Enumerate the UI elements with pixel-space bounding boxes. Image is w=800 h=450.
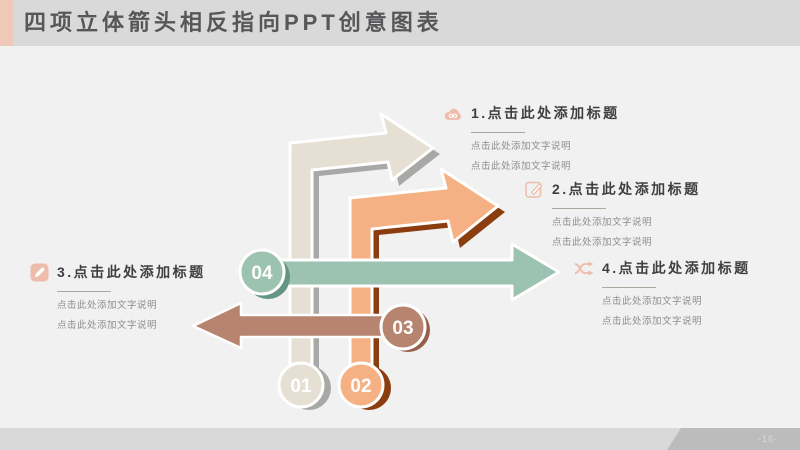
badge-01-label: 01 — [290, 376, 312, 397]
badge-01[interactable] — [277, 361, 325, 409]
badge-04-label: 04 — [251, 263, 273, 284]
badge-04[interactable] — [238, 248, 286, 296]
item-2-desc-2[interactable]: 点击此处添加文字说明 — [552, 237, 653, 248]
edit-note-icon — [524, 179, 544, 199]
item-4-title[interactable]: 4.点击此处添加标题 — [602, 260, 751, 276]
item-block-4: 4.点击此处添加标题 点击此处添加文字说明 点击此处添加文字说明 — [574, 258, 800, 328]
title-underline — [57, 291, 111, 292]
item-3-title[interactable]: 3.点击此处添加标题 — [57, 264, 206, 280]
slide-title: 四项立体箭头相反指向PPT创意图表 — [24, 10, 443, 35]
title-underline — [552, 208, 606, 209]
item-4-desc-1[interactable]: 点击此处添加文字说明 — [602, 296, 703, 307]
item-3-desc-2[interactable]: 点击此处添加文字说明 — [57, 320, 158, 331]
arrow-03-shape[interactable]: 03 — [191, 301, 430, 352]
title-bar: 四项立体箭头相反指向PPT创意图表 — [0, 0, 800, 46]
badge-03[interactable] — [379, 303, 427, 351]
item-1-desc-2[interactable]: 点击此处添加文字说明 — [471, 161, 572, 172]
item-1-desc-1[interactable]: 点击此处添加文字说明 — [471, 141, 572, 152]
shuffle-icon — [574, 258, 594, 278]
badge-02-label: 02 — [350, 376, 371, 397]
title-underline — [471, 132, 525, 133]
badge-02[interactable] — [337, 361, 385, 409]
footer-accent — [667, 428, 800, 450]
item-block-1: 1.点击此处添加标题 点击此处添加文字说明 点击此处添加文字说明 — [443, 103, 673, 173]
title-underline — [602, 287, 656, 288]
badge-03-label: 03 — [392, 318, 413, 339]
item-4-desc-2[interactable]: 点击此处添加文字说明 — [602, 316, 703, 327]
item-1-title[interactable]: 1.点击此处添加标题 — [471, 105, 620, 121]
badge-01-group[interactable]: 01 — [277, 361, 331, 410]
arrow-04-shape[interactable]: 04 — [238, 242, 561, 302]
footer-bar: -16- — [0, 428, 800, 450]
item-block-2: 2.点击此处添加标题 点击此处添加文字说明 点击此处添加文字说明 — [524, 179, 754, 249]
arrow-02-shape[interactable] — [348, 167, 505, 391]
item-2-title[interactable]: 2.点击此处添加标题 — [552, 181, 701, 197]
pencil-square-icon — [29, 262, 49, 282]
cloud-infinity-icon — [443, 103, 463, 123]
item-block-3: 3.点击此处添加标题 点击此处添加文字说明 点击此处添加文字说明 — [29, 262, 259, 332]
title-accent-stripe — [0, 0, 13, 46]
page-number: -16- — [757, 434, 778, 444]
item-3-desc-1[interactable]: 点击此处添加文字说明 — [57, 300, 158, 311]
badge-02-group[interactable]: 02 — [337, 361, 391, 410]
item-2-desc-1[interactable]: 点击此处添加文字说明 — [552, 217, 653, 228]
